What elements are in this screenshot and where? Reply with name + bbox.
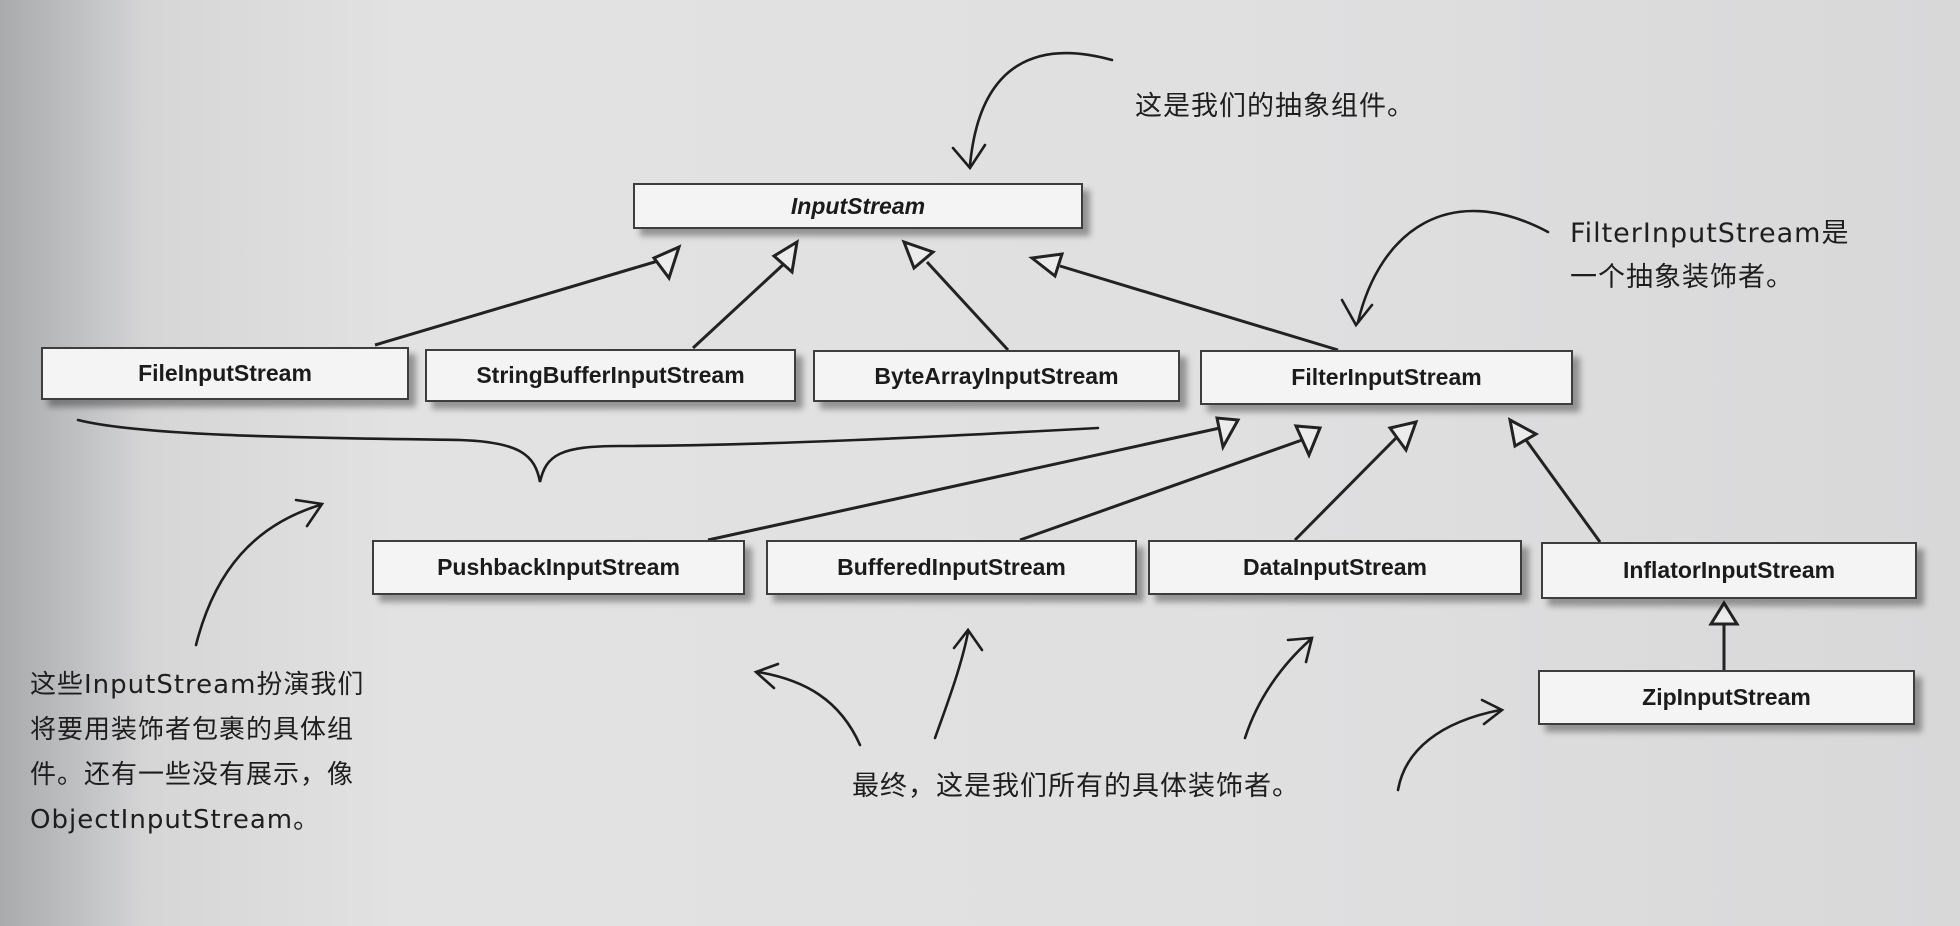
edge-inflator-to-filter: [1524, 439, 1602, 543]
edge-data-to-filter: [1293, 434, 1400, 542]
edge-bytearray-to-inputstream: [925, 260, 1010, 352]
class-name: DataInputStream: [1242, 554, 1428, 580]
annotation-arrowhead: [294, 498, 325, 528]
edge-filter-to-inputstream: [1059, 264, 1339, 352]
annotation-arrow: [756, 670, 862, 747]
inheritance-arrowhead: [1507, 417, 1540, 449]
annotation-arrow: [1243, 638, 1312, 740]
class-box-fileinputstream: FileInputStream: [41, 347, 409, 400]
class-box-stringbufferinputstream: StringBufferInputStream: [425, 349, 796, 402]
inheritance-arrowhead: [901, 239, 936, 271]
class-name: ByteArrayInputStream: [874, 362, 1119, 389]
class-box-zipinputstream: ZipInputStream: [1538, 670, 1915, 725]
edge-stringbuffer-to-inputstream: [691, 260, 788, 350]
inheritance-arrowhead: [1293, 424, 1323, 459]
annotation-arrow: [194, 503, 322, 647]
class-box-datainputstream: DataInputStream: [1148, 540, 1522, 595]
inheritance-arrowhead: [1387, 419, 1419, 454]
class-name: ZipInputStream: [1642, 684, 1811, 710]
class-name: FileInputStream: [138, 360, 312, 386]
annotation-arrowhead: [1286, 636, 1314, 664]
annotation-abstract-component: 这是我们的抽象组件。: [1135, 91, 1415, 122]
class-name: InputStream: [790, 192, 926, 219]
inheritance-arrowhead: [651, 244, 682, 282]
annotation-arrow: [1396, 708, 1502, 792]
annotation-arrow: [1356, 209, 1550, 324]
class-name: InflatorInputStream: [1622, 557, 1836, 583]
annotation-arrowhead: [1340, 298, 1374, 328]
edge-pushback-to-filter: [707, 426, 1221, 542]
annotation-arrowhead: [753, 662, 780, 690]
annotation-concrete-decorators: 最终，这是我们所有的具体装饰者。: [852, 771, 1300, 802]
inheritance-arrowhead: [771, 239, 800, 275]
class-name: StringBufferInputStream: [476, 362, 745, 388]
edge-file-to-inputstream: [374, 256, 669, 347]
class-box-bytearrayinputstream: ByteArrayInputStream: [813, 350, 1180, 402]
annotation-arrowhead: [951, 143, 987, 171]
annotation-arrow: [933, 630, 970, 740]
annotation-concrete-components: 这些InputStream扮演我们 将要用装饰者包裹的具体组 件。还有一些没有展…: [30, 670, 365, 835]
class-box-filterinputstream: FilterInputStream: [1200, 350, 1573, 405]
class-name: BufferedInputStream: [837, 554, 1066, 580]
inheritance-arrowhead: [1215, 416, 1241, 452]
class-name: FilterInputStream: [1291, 364, 1482, 390]
annotation-abstract-decorator: FilterInputStream是 一个抽象装饰者。: [1570, 218, 1850, 293]
class-box-inputstream: InputStream: [633, 183, 1083, 229]
inheritance-arrowhead: [1028, 252, 1065, 279]
curly-brace: [76, 418, 1100, 483]
annotation-arrowhead: [1480, 698, 1505, 726]
class-name: PushbackInputStream: [437, 554, 680, 580]
class-box-inflatorinputstream: InflatorInputStream: [1541, 542, 1917, 599]
class-box-pushbackinputstream: PushbackInputStream: [372, 540, 745, 595]
inheritance-arrowhead: [1708, 600, 1740, 626]
annotation-arrow: [968, 51, 1114, 167]
edge-buffered-to-filter: [1019, 438, 1303, 542]
annotation-arrowhead: [952, 627, 984, 652]
class-box-bufferedinputstream: BufferedInputStream: [766, 540, 1137, 595]
